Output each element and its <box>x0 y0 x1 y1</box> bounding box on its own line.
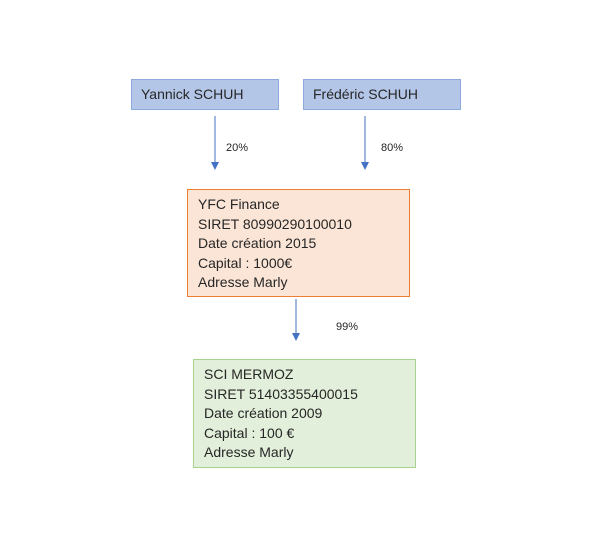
company-creation-date: Date création 2015 <box>198 235 317 251</box>
company-address: Adresse Marly <box>204 444 294 460</box>
shareholder-frederic-schuh: Frédéric SCHUH <box>303 79 461 110</box>
company-siret: SIRET 80990290100010 <box>198 215 352 232</box>
company-address: Adresse Marly <box>198 274 288 290</box>
company-capital: Capital : 100 € <box>204 424 295 441</box>
company-sci-mermoz: SCI MERMOZ SIRET 51403355400015 Date cré… <box>193 359 416 468</box>
company-siret: SIRET 51403355400015 <box>204 385 358 402</box>
ownership-percent-yfc: 99% <box>336 321 359 333</box>
company-creation-date: Date création 2009 <box>204 405 323 421</box>
company-name: SCI MERMOZ <box>204 366 294 382</box>
shareholder-yannick-schuh: Yannick SCHUH <box>131 79 279 110</box>
shareholder-name: Yannick SCHUH <box>141 86 244 102</box>
company-yfc-finance: YFC Finance SIRET 80990290100010 Date cr… <box>187 189 410 297</box>
company-capital: Capital : 1000€ <box>198 254 293 271</box>
ownership-percent-yannick: 20% <box>226 142 249 154</box>
company-name: YFC Finance <box>198 196 280 212</box>
shareholder-name: Frédéric SCHUH <box>313 86 419 102</box>
ownership-percent-frederic: 80% <box>381 142 404 154</box>
